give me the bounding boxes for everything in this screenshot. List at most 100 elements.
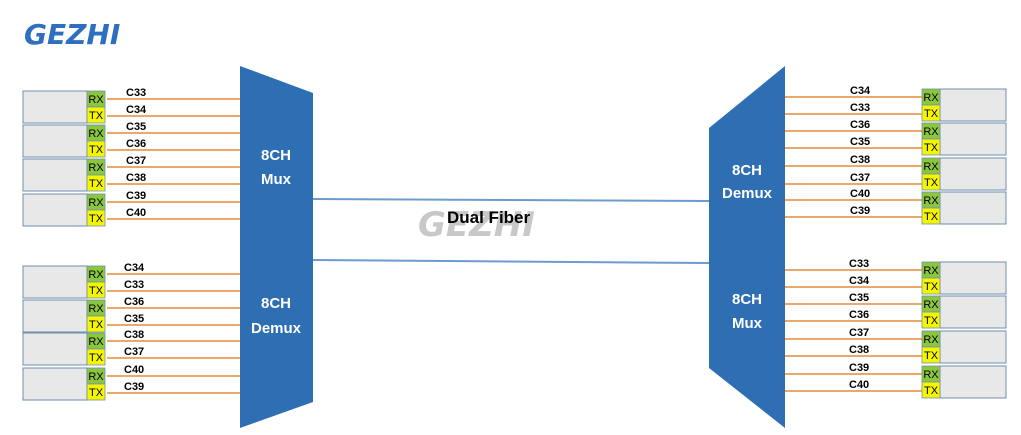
right-top-block-line1: 8CH [732,162,762,179]
left-top-block-line1: 8CH [261,147,291,164]
tx-port [86,281,106,299]
right_bottom-channel-label: C34 [849,275,870,287]
left_bottom-channel-label: C35 [124,313,144,325]
right-bottom-block-line1: 8CH [732,291,762,308]
transceiver-module [22,299,88,333]
fiber-label: Dual Fiber [447,208,531,227]
tx-port-label: TX [89,352,104,364]
right-bottom-block-line2: Mux [732,315,763,332]
left-bottom-block-line2: Demux [251,320,302,337]
rx-port-label: RX [923,161,939,173]
left_top-channel-label: C38 [126,172,146,184]
rx-port-label: RX [88,336,104,348]
tx-port-label: TX [89,387,104,399]
tx-port [86,348,106,366]
left_top-channel-label: C35 [126,121,146,133]
transceiver-module [22,158,88,192]
tx-port-label: TX [89,285,104,297]
tx-port-label: TX [924,281,939,293]
rx-port-label: RX [923,126,939,138]
transceiver-module [22,265,88,299]
transceiver-module [939,122,1007,156]
left_bottom-channel-label: C33 [124,279,144,291]
transceiver-module [939,295,1007,329]
rx-port-label: RX [88,128,104,140]
left_top-channel-label: C37 [126,155,146,167]
tx-port [921,277,941,295]
right-demux-mux-block [709,66,785,428]
left_bottom-channel-label: C39 [124,381,144,393]
right_bottom-channel-label: C37 [849,327,869,339]
tx-port-label: TX [924,315,939,327]
rx-port-label: RX [88,269,104,281]
transceiver-module [22,124,88,158]
right_top-channel-label: C34 [850,85,871,97]
right_top-channel-label: C35 [850,136,870,148]
rx-port-label: RX [88,303,104,315]
tx-port [921,173,941,191]
right_bottom-channel-label: C40 [849,379,869,391]
tx-port [86,140,106,158]
right_top-channel-label: C38 [850,154,870,166]
right_top-channel-label: C39 [850,205,870,217]
fiber-line-upper [312,198,710,202]
transceiver-module [939,330,1007,364]
tx-port-label: TX [924,350,939,362]
left_bottom-channel-label: C37 [124,346,144,358]
right_top-channel-label: C33 [850,102,870,114]
left_bottom-channel-label: C40 [124,364,144,376]
rx-port-label: RX [923,334,939,346]
tx-port-label: TX [924,108,939,120]
tx-port [86,315,106,333]
left_bottom-channel-label: C36 [124,296,144,308]
transceiver-module [22,367,88,401]
right_bottom-channel-label: C38 [849,344,869,356]
tx-port-label: TX [89,319,104,331]
tx-port [86,106,106,124]
left_top-channel-label: C40 [126,207,146,219]
left_bottom-channel-label: C38 [124,329,144,341]
transceiver-module [939,88,1007,122]
rx-port-label: RX [88,162,104,174]
tx-port-label: TX [924,211,939,223]
rx-port-label: RX [88,197,104,209]
channel-layer: C33C34C35C36C37C38C39C40RXTXRXTXRXTXRXTX… [22,85,1007,401]
tx-port [921,207,941,225]
left_bottom-channel-label: C34 [124,262,145,274]
tx-port [921,138,941,156]
tx-port-label: TX [89,110,104,122]
transceiver-module [939,365,1007,399]
fiber-line-lower [312,259,710,264]
tx-port [86,174,106,192]
transceiver-module [939,191,1007,225]
rx-port-label: RX [923,369,939,381]
right_bottom-channel-label: C39 [849,362,869,374]
right_top-channel-label: C36 [850,119,870,131]
tx-port [921,346,941,364]
left_top-channel-label: C36 [126,138,146,150]
transceiver-module [22,90,88,124]
left_top-channel-label: C39 [126,190,146,202]
tx-port-label: TX [89,178,104,190]
tx-port [921,104,941,122]
left_top-channel-label: C33 [126,87,146,99]
tx-port [86,209,106,227]
gezhi-logo: GEZHI [24,18,120,51]
transceiver-module [22,193,88,227]
right_top-channel-label: C40 [850,188,870,200]
transceiver-module [22,332,88,366]
rx-port-label: RX [923,195,939,207]
tx-port [921,311,941,329]
right_top-channel-label: C37 [850,172,870,184]
right_bottom-channel-label: C35 [849,292,869,304]
left_top-channel-label: C34 [126,104,147,116]
left-bottom-block-line1: 8CH [261,295,291,312]
right_bottom-channel-label: C36 [849,309,869,321]
left-mux-demux-block [240,66,313,428]
tx-port [86,383,106,401]
rx-port-label: RX [88,371,104,383]
tx-port-label: TX [924,142,939,154]
right_bottom-channel-label: C33 [849,258,869,270]
watermark-logo: GEZHI [418,205,535,245]
